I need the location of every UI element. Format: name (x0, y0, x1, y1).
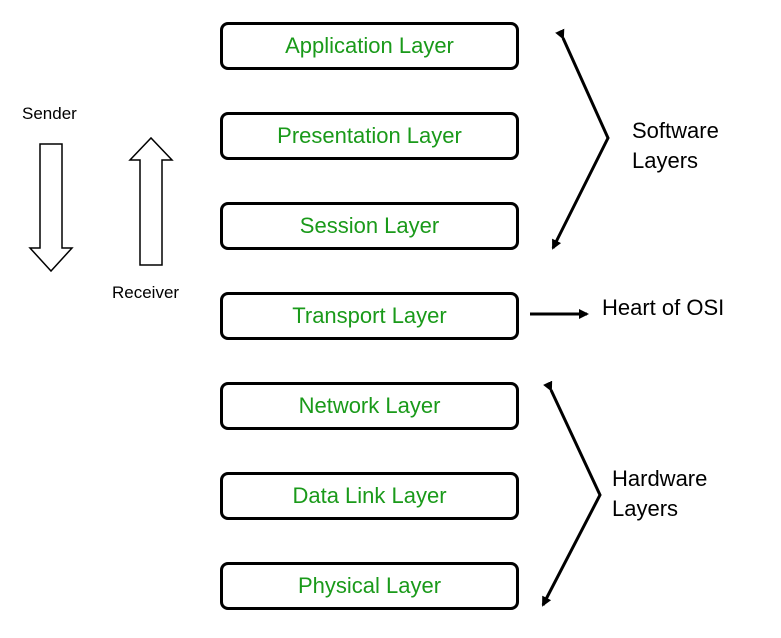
receiver-label: Receiver (112, 283, 180, 302)
layer-label: Physical Layer (297, 573, 442, 598)
layer-data-link: Data Link Layer (220, 472, 519, 520)
layer-label: Presentation Layer (277, 123, 462, 148)
layer-session: Session Layer (220, 202, 519, 250)
layer-label: Transport Layer (292, 303, 447, 328)
sender-down-arrow-icon (28, 143, 74, 273)
software-line-1: Software (632, 118, 719, 143)
layer-presentation: Presentation Layer (220, 112, 519, 160)
layer-label: Data Link Layer (292, 483, 447, 508)
heart-of-osi-label: Heart of OSI (602, 295, 725, 320)
layer-network: Network Layer (220, 382, 519, 430)
layer-transport: Transport Layer (220, 292, 519, 340)
sender-label: Sender (22, 104, 77, 123)
hardware-layers-label: Hardware Layers (612, 464, 707, 524)
software-line-2: Layers (632, 148, 699, 173)
hardware-line-2: Layers (612, 496, 679, 521)
receiver-up-arrow-icon (128, 136, 174, 266)
software-bracket-icon (551, 28, 610, 250)
hardware-bracket-icon (541, 380, 602, 607)
layer-label: Session Layer (299, 213, 440, 238)
layer-physical: Physical Layer (220, 562, 519, 610)
hardware-line-1: Hardware (612, 466, 708, 491)
layer-application: Application Layer (220, 22, 519, 70)
layer-label: Network Layer (298, 393, 441, 418)
software-layers-label: Software Layers (632, 116, 719, 176)
layer-label: Application Layer (285, 33, 454, 58)
